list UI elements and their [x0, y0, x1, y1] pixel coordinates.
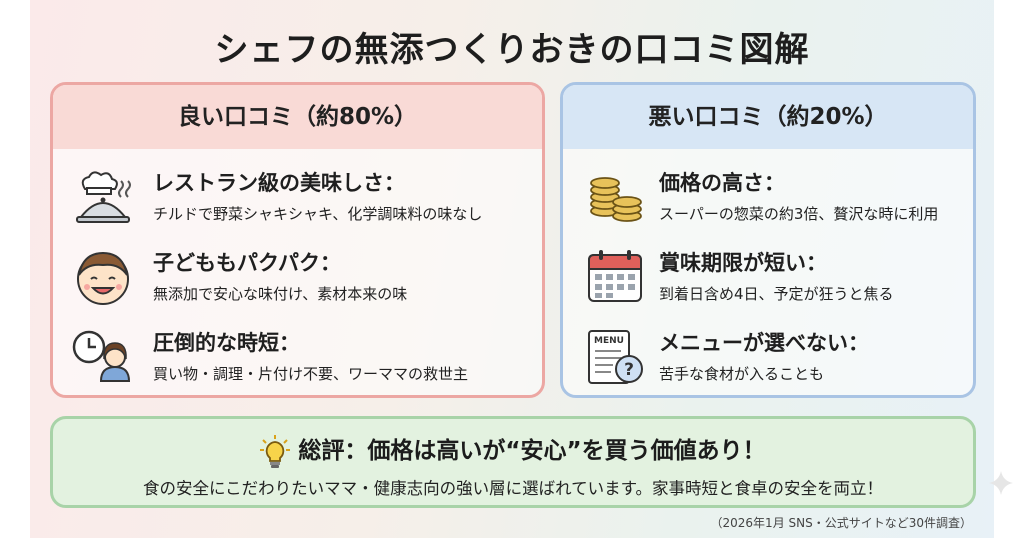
bad-reviews-header: 悪い口コミ（約20%） — [563, 85, 973, 149]
svg-text:?: ? — [624, 360, 634, 380]
item-description: 苦手な食材が入ることも — [659, 365, 825, 383]
bad-review-item: MENU ? メニューが選べない： 苦手な食材が入ることも — [563, 321, 973, 395]
item-description: 買い物・調理・片付け不要、ワーママの救世主 — [153, 365, 469, 383]
sparkle-icon — [989, 471, 1013, 495]
item-description: 到着日含め4日、予定が狂うと焦る — [659, 285, 894, 303]
menu-question-icon: MENU ? — [588, 330, 643, 384]
bad-review-item: 賞味期限が短い： 到着日含め4日、予定が狂うと焦る — [563, 241, 973, 317]
summary-box: 総評：価格は高いが“安心”を買う価値あり！ 食の安全にこだわりたいママ・健康志向… — [50, 416, 976, 508]
item-title: 圧倒的な時短： — [153, 331, 300, 355]
bad-reviews-panel: 悪い口コミ（約20%） 価格の高さ： スーパーの惣菜の約3倍、贅沢な時に利用 — [560, 82, 976, 398]
good-review-item: 圧倒的な時短： 買い物・調理・片付け不要、ワーママの救世主 — [53, 321, 542, 395]
item-title: メニューが選べない： — [659, 331, 869, 355]
item-title: 価格の高さ： — [659, 171, 785, 195]
good-review-item: 子どももパクパク： 無添加で安心な味付け、素材本来の味 — [53, 241, 542, 317]
item-description: スーパーの惣菜の約3倍、贅沢な時に利用 — [659, 205, 939, 223]
good-review-item: レストラン級の美味しさ： チルドで野菜シャキシャキ、化学調味料の味なし — [53, 161, 542, 237]
good-reviews-header: 良い口コミ（約80%） — [53, 85, 542, 149]
smiling-child-icon — [77, 251, 129, 305]
item-title: 賞味期限が短い： — [659, 251, 827, 275]
coin-stack-icon — [590, 177, 642, 222]
source-footnote: （2026年1月 SNS・公式サイトなど30件調査） — [710, 516, 972, 530]
page-title: シェフの無添つくりおきの口コミ図解 — [214, 30, 810, 70]
calendar-icon — [588, 250, 642, 302]
bad-review-item: 価格の高さ： スーパーの惣菜の約3倍、贅沢な時に利用 — [563, 161, 973, 237]
menu-label: MENU — [594, 336, 624, 346]
good-reviews-panel: 良い口コミ（約80%） レストラン級の美味しさ： チルドで野菜シャキシャキ、化学… — [50, 82, 545, 398]
clock-woman-icon — [72, 330, 131, 382]
summary-heading: 総評：価格は高いが“安心”を買う価値あり！ — [53, 431, 973, 470]
item-description: 無添加で安心な味付け、素材本来の味 — [153, 285, 408, 303]
summary-title: 総評：価格は高いが“安心”を買う価値あり！ — [298, 438, 766, 464]
lightbulb-icon — [260, 434, 291, 468]
infographic-canvas: シェフの無添つくりおきの口コミ図解 良い口コミ（約80%） レストラン級の美味し… — [30, 0, 994, 538]
summary-text: 食の安全にこだわりたいママ・健康志向の強い層に選ばれています。家事時短と食卓の安… — [142, 479, 884, 498]
cloche-chef-hat-icon — [76, 171, 131, 223]
item-title: レストラン級の美味しさ： — [153, 171, 405, 195]
item-title: 子どももパクパク： — [153, 251, 341, 275]
item-description: チルドで野菜シャキシャキ、化学調味料の味なし — [153, 205, 483, 223]
